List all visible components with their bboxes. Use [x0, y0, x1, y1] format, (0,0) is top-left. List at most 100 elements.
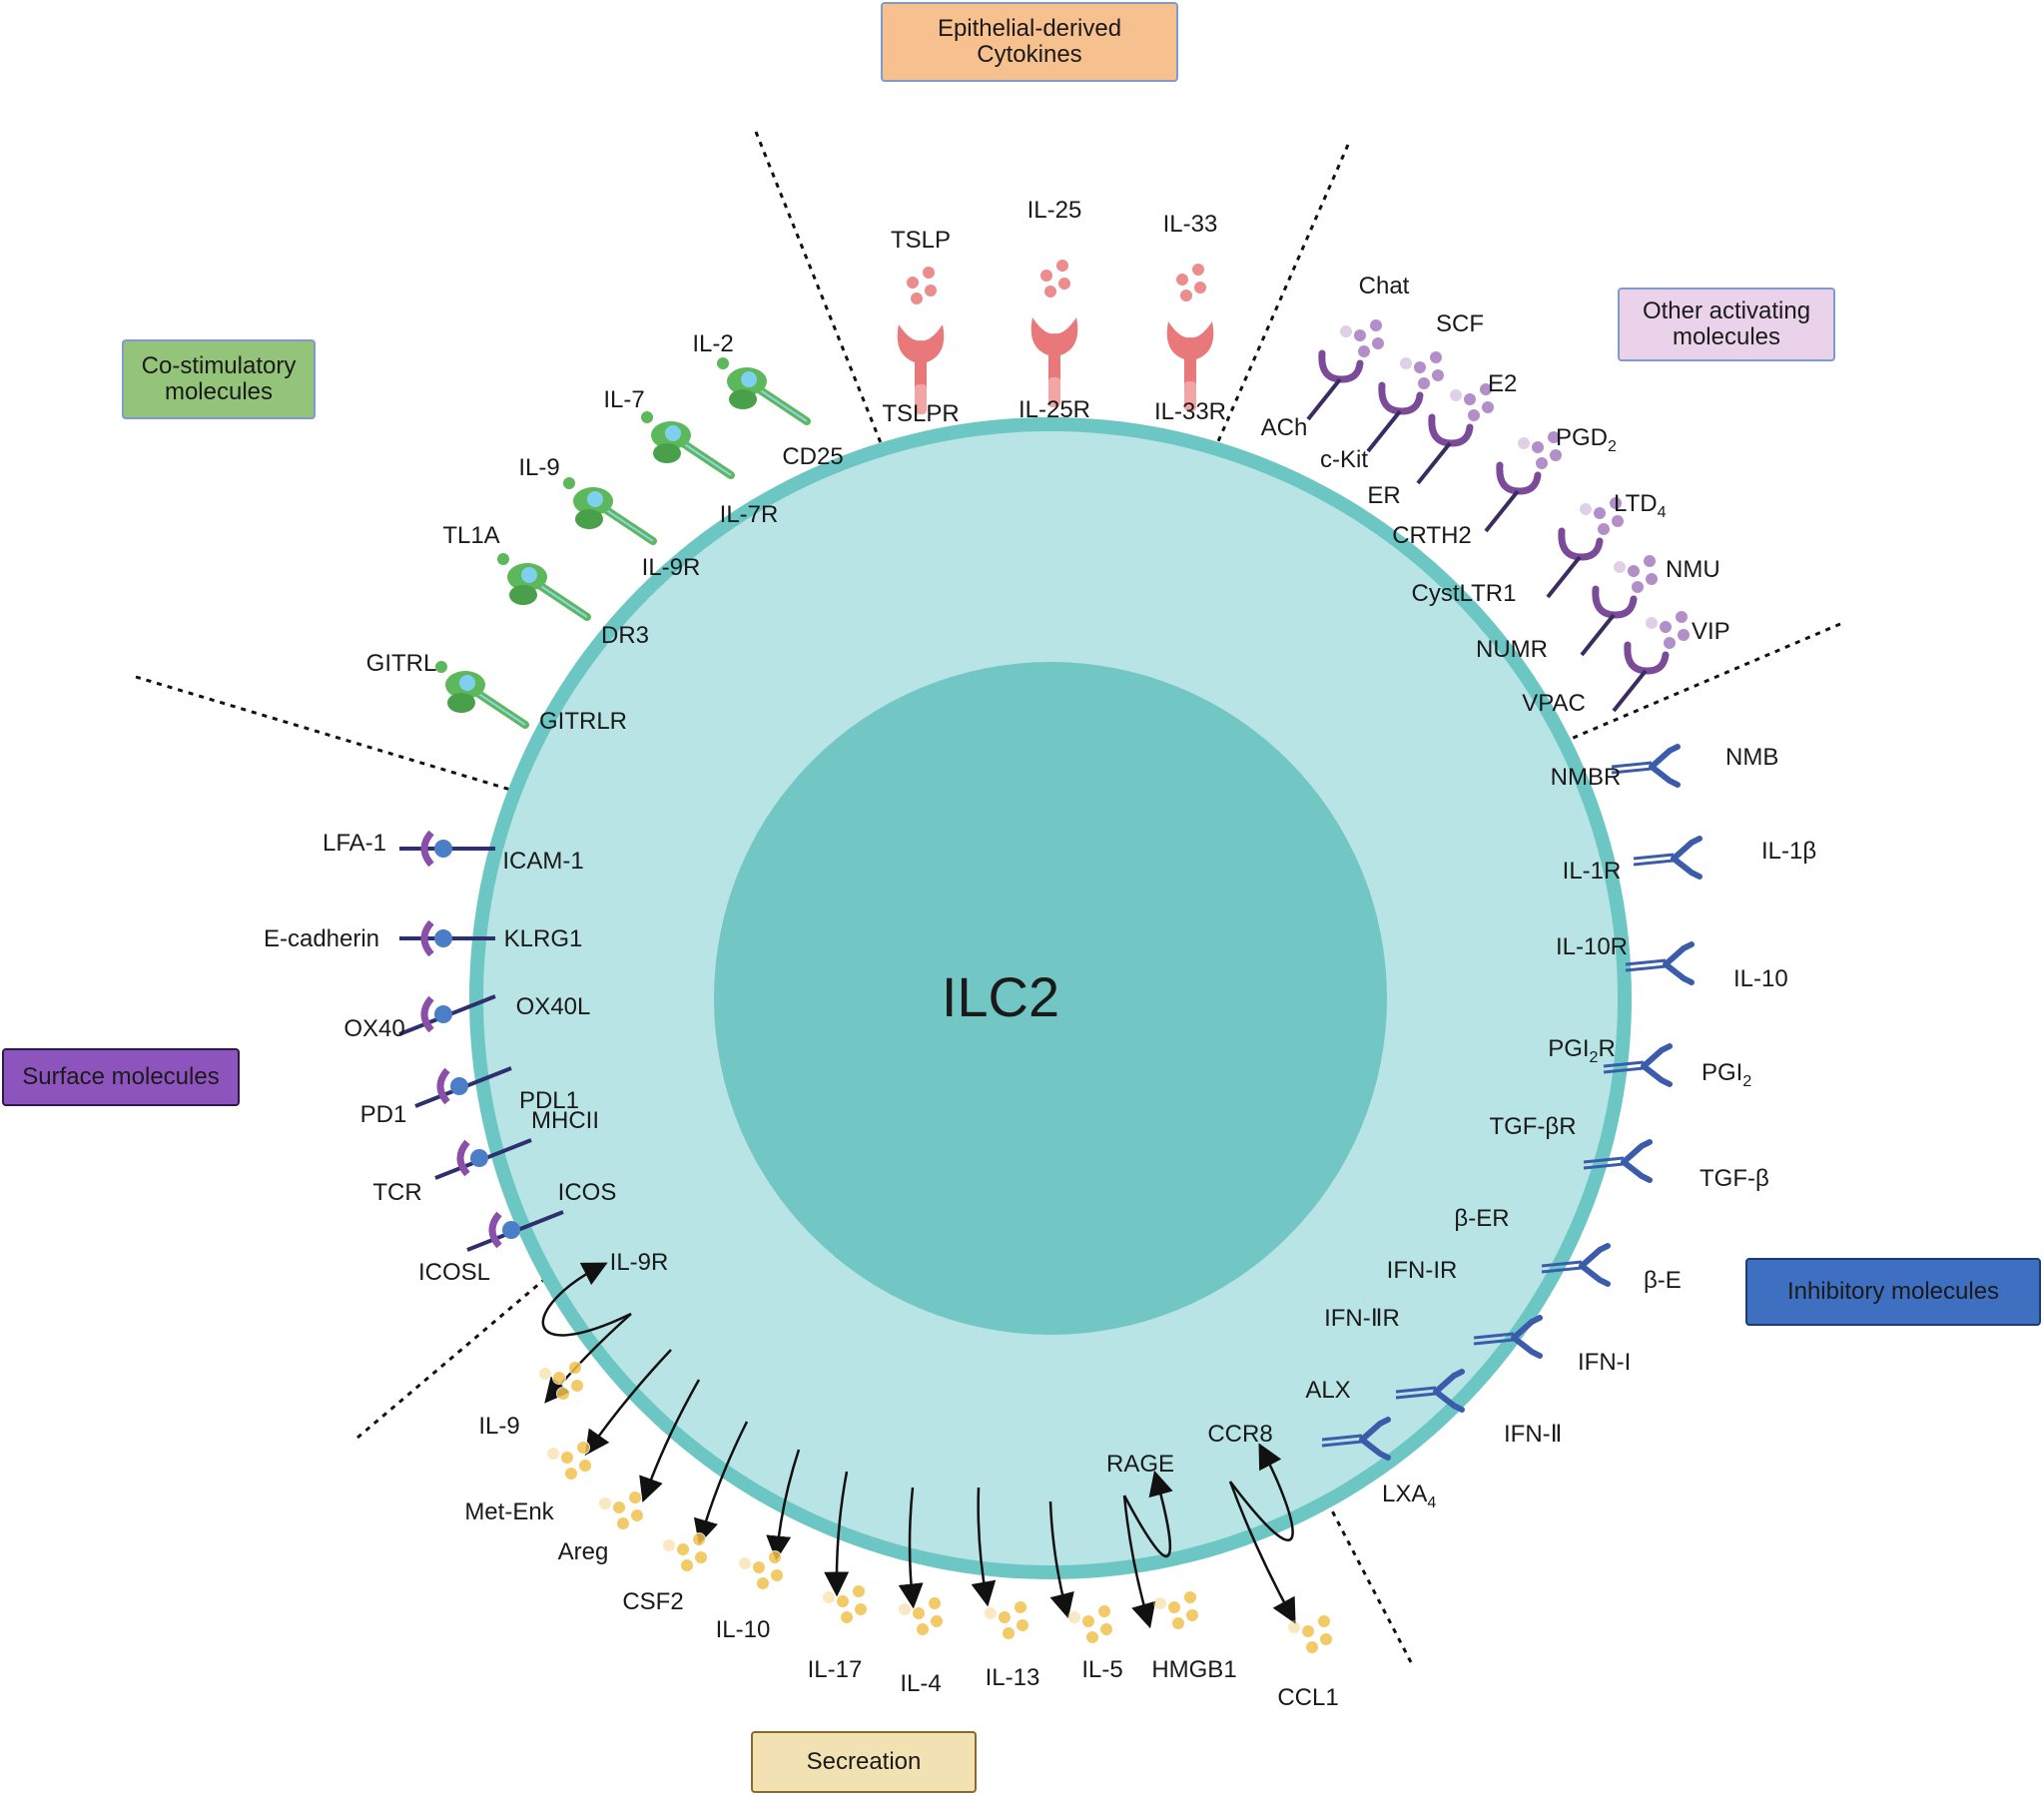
secreted-molecule-label: CSF2	[622, 1588, 683, 1615]
secreted-molecule-icon	[1153, 1590, 1199, 1630]
costim-receptor-label: IL-7R	[720, 501, 779, 528]
surface-molecule-icon	[414, 1066, 512, 1108]
receptor-glyphs	[398, 259, 1703, 1654]
category-inhibitory-molecules: Inhibitory molecules	[1745, 1258, 2041, 1326]
activating-ligand-icon	[1399, 350, 1445, 390]
secretion-arrow	[898, 1487, 924, 1609]
inhibitory-receptor-icon	[1321, 1417, 1391, 1461]
costim-receptor-label: CD25	[782, 443, 843, 470]
cytokine-receptor-icon	[1166, 321, 1214, 411]
inhibitory-receptor-label: IL-1R	[1563, 858, 1622, 885]
cytokine-ligand-label: IL-33	[1163, 211, 1218, 238]
inhibitory-receptor-icon	[1625, 941, 1695, 985]
secretion-arrow	[544, 1313, 632, 1404]
secreted-molecule-label: IL-10	[716, 1616, 771, 1643]
costim-ligand-label: IL-7	[603, 386, 644, 413]
cytokine-ligand-icon	[1039, 259, 1071, 299]
activating-ligand-label: E2	[1488, 370, 1517, 397]
costim-ligand-label: IL-2	[692, 330, 733, 357]
secretion-arrow	[639, 1379, 701, 1503]
cytokine-ligand-icon	[906, 266, 938, 305]
surface-inner-label: ICOS	[558, 1179, 617, 1206]
activating-receptor-label: ER	[1367, 482, 1400, 509]
inhibitory-ligand-label: PGI2	[1702, 1059, 1751, 1090]
secretion-arrow	[693, 1421, 749, 1545]
activating-receptor-icon	[1306, 349, 1364, 421]
secreted-molecule-label: IL-4	[900, 1670, 941, 1697]
activating-ligand-label: VIP	[1692, 618, 1730, 645]
secreted-molecule-label: IL-9	[478, 1413, 519, 1440]
surface-outer-label: E-cadherin	[264, 925, 379, 952]
cytokine-ligand-icon	[1175, 263, 1207, 302]
costim-receptor-icon	[497, 553, 591, 621]
inhibitory-receptor-label: NMBR	[1551, 764, 1622, 791]
sector-divider	[1312, 622, 1841, 851]
surface-outer-label: LFA-1	[323, 830, 386, 857]
costim-receptor-icon	[641, 411, 735, 479]
surface-inner-label: KLRG1	[504, 925, 583, 952]
secretion-arrow	[971, 1487, 997, 1607]
surface-molecule-icon	[399, 830, 495, 868]
costim-receptor-icon	[563, 477, 657, 545]
category-other-activating-molecules: Other activating molecules	[1618, 288, 1835, 361]
activating-receptor-icon	[1366, 381, 1424, 453]
activating-ligand-icon	[1449, 382, 1495, 422]
secreted-molecule-label: CCL1	[1277, 1684, 1338, 1711]
secreted-molecule-icon	[662, 1532, 708, 1572]
activating-receptor-label: CRTH2	[1392, 522, 1472, 549]
surface-molecule-icon	[466, 1210, 564, 1252]
molecule-labels: TSLPTSLPRIL-25IL-25RIL-33IL-33RIL-2CD25I…	[264, 197, 1816, 1711]
secreted-molecule-label: HMGB1	[1151, 1656, 1236, 1683]
secretion-arrow	[1048, 1500, 1074, 1619]
secreted-molecule-label: IL-13	[986, 1664, 1040, 1691]
inhibitory-ligand-label: TGF-β	[1700, 1165, 1769, 1192]
secretion-receptor-label: RAGE	[1106, 1451, 1174, 1478]
surface-outer-label: TCR	[372, 1179, 421, 1206]
surface-inner-label: OX40L	[516, 993, 591, 1020]
costim-ligand-label: GITRL	[366, 650, 437, 677]
secretion-arrow	[584, 1349, 672, 1457]
activating-receptor-label: VPAC	[1522, 690, 1586, 717]
costim-receptor-label: GITRLR	[539, 708, 627, 735]
secretion-arrow	[766, 1449, 801, 1561]
cytokine-receptor-label: IL-25R	[1019, 396, 1090, 423]
inhibitory-receptor-icon	[1583, 1139, 1653, 1183]
costim-ligand-label: TL1A	[442, 522, 499, 549]
activating-receptor-icon	[1580, 585, 1638, 657]
secreted-molecule-icon	[598, 1491, 644, 1530]
secreted-molecule-icon	[738, 1550, 784, 1590]
cell-title: ILC2	[942, 965, 1059, 1028]
activating-receptor-label: CystLTR1	[1412, 580, 1517, 607]
inhibitory-receptor-label: IL-10R	[1556, 933, 1628, 960]
secreted-molecule-label: IL-17	[808, 1656, 863, 1683]
category-epithelial-cytokines: Epithelial-derived Cytokines	[881, 2, 1178, 82]
inhibitory-ligand-label: IFN-Ⅱ	[1504, 1421, 1562, 1448]
inhibitory-ligand-label: IL-1β	[1761, 838, 1816, 865]
costim-receptor-icon	[717, 357, 811, 425]
activating-receptor-icon	[1546, 527, 1604, 599]
surface-inner-label: ICAM-1	[502, 848, 583, 875]
surface-inner-label: MHCII	[531, 1107, 599, 1134]
secreted-molecule-label: IL-5	[1081, 1656, 1122, 1683]
activating-ligand-icon	[1579, 496, 1625, 536]
autocrine-loop-il9	[541, 1262, 632, 1337]
secretion-receptor-label: IL-9R	[610, 1249, 669, 1276]
secretion-receptor-label: CCR8	[1207, 1421, 1272, 1448]
surface-molecule-icon	[399, 919, 495, 957]
activating-receptor-icon	[1612, 641, 1670, 713]
inhibitory-receptor-label: IFN-IR	[1387, 1257, 1458, 1284]
inhibitory-receptor-icon	[1633, 836, 1703, 880]
costim-ligand-label: IL-9	[518, 454, 559, 481]
secreted-molecule-icon	[898, 1596, 944, 1636]
secreted-molecule-icon	[546, 1441, 592, 1481]
inhibitory-receptor-icon	[1541, 1243, 1611, 1287]
activating-receptor-label: c-Kit	[1320, 446, 1368, 473]
secretion-arrow	[1122, 1495, 1156, 1629]
inhibitory-ligand-label: NMB	[1725, 744, 1778, 771]
costim-receptor-icon	[435, 661, 529, 729]
cytokine-ligand-label: IL-25	[1027, 197, 1082, 224]
inhibitory-ligand-label: LXA4	[1382, 1481, 1436, 1511]
surface-outer-label: OX40	[343, 1015, 404, 1042]
inhibitory-receptor-icon	[1611, 744, 1681, 788]
secreted-molecule-icon	[538, 1361, 584, 1401]
